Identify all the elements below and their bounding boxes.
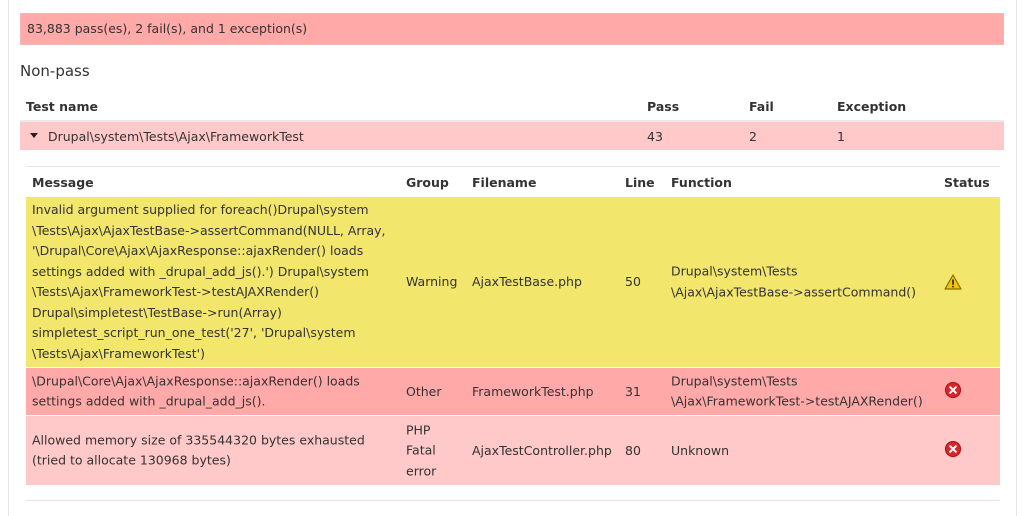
test-fail-count: 2 <box>749 129 757 144</box>
filename-cell: AjaxTestBase.php <box>472 273 582 289</box>
error-icon <box>945 441 961 457</box>
error-icon <box>945 382 961 398</box>
header-test-name: Test name <box>26 99 98 114</box>
header-group: Group <box>406 175 449 190</box>
test-pass-count: 43 <box>647 129 663 144</box>
message-cell: \Drupal\Core\Ajax\AjaxResponse::ajaxRend… <box>32 373 360 409</box>
summary-message: 83,883 pass(es), 2 fail(s), and 1 except… <box>20 13 1004 45</box>
line-cell: 80 <box>625 442 641 458</box>
group-cell: Warning <box>406 273 458 289</box>
test-name: Drupal\system\Tests\Ajax\FrameworkTest <box>48 129 304 144</box>
warning-icon <box>944 274 962 290</box>
line-cell: 31 <box>625 383 641 399</box>
header-function: Function <box>671 175 732 190</box>
test-row-toggle[interactable]: Drupal\system\Tests\Ajax\FrameworkTest 4… <box>20 122 1004 150</box>
header-exception: Exception <box>837 99 907 114</box>
detail-table-header: Message Group Filename Line Function Sta… <box>26 167 1000 196</box>
function-cell: Drupal\system\Tests \Ajax\FrameworkTest-… <box>671 373 923 409</box>
header-fail: Fail <box>749 99 774 114</box>
caret-down-icon[interactable] <box>30 133 38 138</box>
header-status: Status <box>944 175 990 190</box>
message-cell: Allowed memory size of 335544320 bytes e… <box>32 432 365 468</box>
line-cell: 50 <box>625 273 641 289</box>
header-pass: Pass <box>647 99 680 114</box>
table-row: Invalid argument supplied for foreach()D… <box>26 197 1000 367</box>
section-title: Non-pass <box>20 62 90 80</box>
detail-table: Message Group Filename Line Function Sta… <box>26 166 1000 501</box>
test-exception-count: 1 <box>837 129 845 144</box>
function-cell: Unknown <box>671 442 730 458</box>
group-cell: PHP Fatal error <box>406 421 437 478</box>
table-row: Allowed memory size of 335544320 bytes e… <box>26 416 1000 485</box>
header-filename: Filename <box>472 175 537 190</box>
filename-cell: AjaxTestController.php <box>472 442 612 458</box>
results-table-header: Test name Pass Fail Exception <box>20 96 1004 122</box>
message-cell: Invalid argument supplied for foreach()D… <box>32 202 386 361</box>
group-cell: Other <box>406 383 442 399</box>
header-message: Message <box>32 175 94 190</box>
header-line: Line <box>625 175 655 190</box>
table-row: \Drupal\Core\Ajax\AjaxResponse::ajaxRend… <box>26 368 1000 415</box>
function-cell: Drupal\system\Tests \Ajax\AjaxTestBase->… <box>671 263 917 300</box>
filename-cell: FrameworkTest.php <box>472 383 594 399</box>
content-frame <box>8 0 1017 516</box>
